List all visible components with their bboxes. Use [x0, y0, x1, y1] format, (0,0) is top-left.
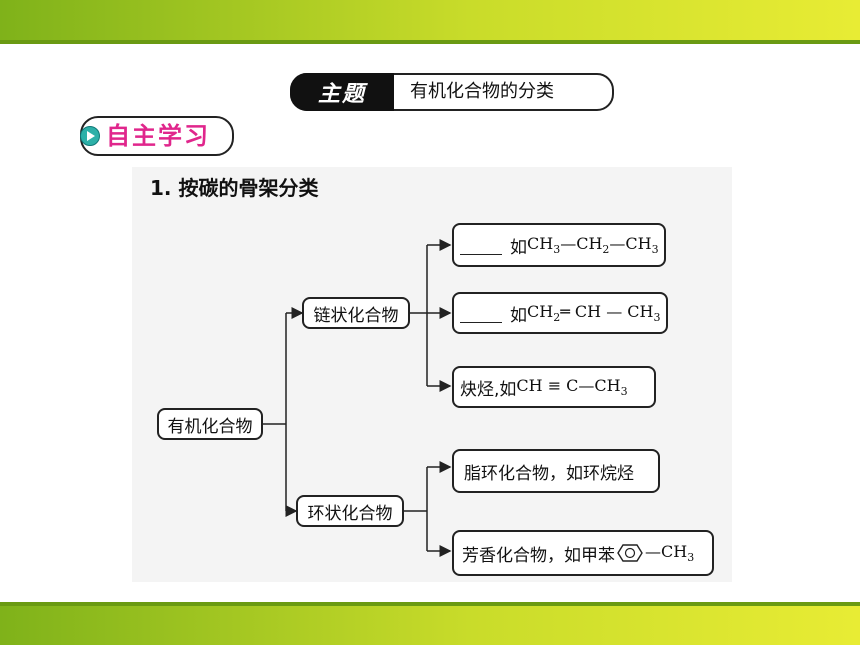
bottom-band [0, 606, 860, 645]
self-study-label: 自主学习 [106, 122, 210, 150]
toluene-formula: —CH3 [645, 541, 695, 565]
benzene-ring-icon [617, 544, 643, 562]
node-organic-compounds-label: 有机化合物 [167, 416, 253, 437]
play-icon [80, 126, 100, 146]
ru-label: 如 [510, 305, 527, 326]
propane-formula: CH3—CH2—CH3 [527, 233, 659, 257]
aromatic-label: 芳香化合物，如甲苯 [462, 545, 615, 566]
answer-blank [460, 236, 502, 255]
node-ring-compounds-label: 环状化合物 [307, 503, 393, 524]
topic-banner: 主题 有机化合物的分类 [290, 73, 614, 111]
node-alkane-example: 如 CH3—CH2—CH3 [452, 223, 666, 267]
node-alkene-example: 如 CH2═ CH — CH3 [452, 292, 668, 334]
bottom-divider [0, 602, 860, 606]
node-chain-compounds: 链状化合物 [302, 297, 410, 329]
node-chain-compounds-label: 链状化合物 [313, 305, 399, 326]
diagram-heading: 1. 按碳的骨架分类 [150, 176, 319, 200]
topic-title: 有机化合物的分类 [410, 81, 554, 102]
topic-label: 主题 [290, 73, 394, 111]
top-band [0, 0, 860, 40]
answer-blank [460, 304, 502, 323]
propyne-formula: CH ≡ C—CH3 [516, 375, 628, 399]
alkyne-label: 炔烃,如 [460, 379, 517, 400]
node-organic-compounds: 有机化合物 [157, 408, 263, 440]
self-study-tag: 自主学习 [80, 116, 234, 156]
node-alicyclic-example: 脂环化合物，如环烷烃 [452, 449, 660, 493]
ru-label: 如 [510, 237, 527, 258]
top-divider [0, 40, 860, 44]
node-alkyne-example: 炔烃,如 CH ≡ C—CH3 [452, 366, 656, 408]
node-ring-compounds: 环状化合物 [296, 495, 404, 527]
alicyclic-label: 脂环化合物，如环烷烃 [464, 463, 634, 484]
propene-formula: CH2═ CH — CH3 [527, 301, 661, 325]
node-aromatic-example: 芳香化合物，如甲苯 —CH3 [452, 530, 714, 576]
